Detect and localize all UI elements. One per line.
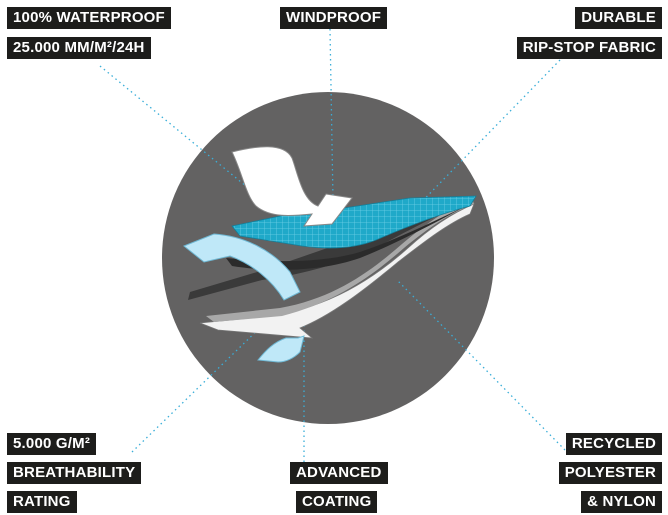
label-nylon: & NYLON bbox=[581, 491, 662, 513]
label-recycled: RECYCLED bbox=[565, 433, 662, 455]
vapor-arrow-icon bbox=[183, 233, 301, 301]
label-coating: COATING bbox=[296, 491, 378, 513]
label-durable: DURABLE bbox=[575, 7, 662, 29]
ripstop-fabric-layer bbox=[231, 195, 477, 249]
vapor-arrow-bottom-icon bbox=[257, 335, 305, 363]
leader-line-waterproof bbox=[99, 65, 259, 197]
label-breathability-value: 5.000 G/M² bbox=[7, 433, 97, 455]
label-windproof: WINDPROOF bbox=[280, 7, 388, 29]
label-rating: RATING bbox=[7, 491, 77, 513]
wind-arrow-icon bbox=[231, 146, 353, 227]
label-advanced: ADVANCED bbox=[290, 462, 388, 484]
backing-layer bbox=[199, 203, 475, 339]
label-polyester: POLYESTER bbox=[558, 462, 662, 484]
label-waterproof-line1: 100% WATERPROOF bbox=[7, 7, 171, 29]
label-breathability: BREATHABILITY bbox=[7, 462, 142, 484]
label-ripstop-fabric: RIP-STOP FABRIC bbox=[516, 37, 662, 59]
leader-line-windproof bbox=[329, 28, 334, 201]
label-waterproof-line2: 25.000 MM/M²/24H bbox=[7, 37, 151, 59]
